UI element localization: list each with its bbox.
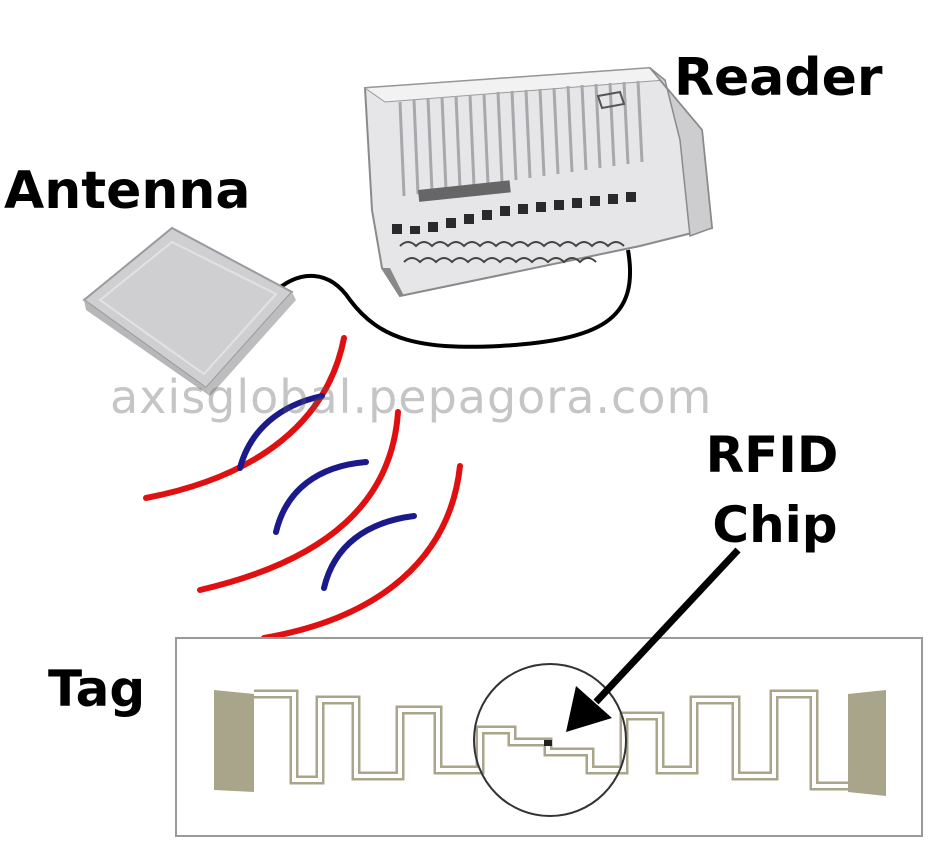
tag-coil [214,689,886,796]
wave-red-1 [143,335,347,501]
reader-device [363,66,714,298]
reader-fins [398,80,644,197]
wave-red-2 [197,409,401,593]
watermark-text: axisglobal.pepagora.com [110,370,713,424]
tag-label: Tag [48,660,146,718]
rfid-chip [544,740,552,746]
reader-label: Reader [674,48,883,108]
reader-vents [399,241,625,264]
antenna-device [82,226,296,396]
rfid-label: RFID [705,426,839,484]
wave-red-3 [261,463,463,641]
antenna-cable [270,249,633,349]
chip-label: Chip [712,496,838,554]
wave-blue-2 [273,459,369,535]
wave-blue-1 [237,393,325,471]
radio-waves [143,335,463,641]
wave-blue-3 [321,513,417,591]
chip-highlight-circle [473,663,627,817]
reader-connectors [392,192,636,234]
antenna-label: Antenna [4,161,251,221]
chip-arrow [566,547,741,732]
tag-frame [175,637,923,837]
